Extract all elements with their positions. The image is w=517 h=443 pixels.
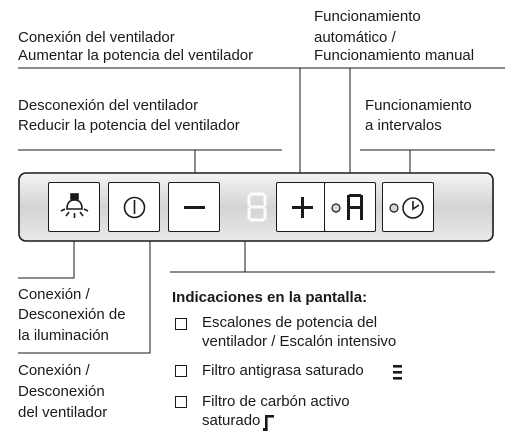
charcoal-filter-symbol-icon	[263, 415, 274, 431]
plus-icon	[292, 197, 313, 218]
indication-3-line1: Filtro de carbón activo	[202, 393, 350, 410]
label-light-1: Conexión /	[18, 286, 90, 303]
auto-mode-icon	[331, 194, 363, 220]
power-icon	[123, 196, 146, 219]
label-fan-off: Desconexión del ventilador	[18, 97, 199, 114]
label-auto-3: Funcionamiento manual	[314, 47, 475, 64]
timer-icon	[389, 197, 424, 219]
minus-icon	[184, 206, 205, 209]
interval-led-icon	[389, 203, 399, 213]
label-fan-power-1: Conexión /	[18, 362, 90, 379]
auto-led-icon	[331, 203, 341, 213]
label-auto-1: Funcionamiento	[314, 8, 421, 25]
control-panel	[18, 172, 494, 242]
fan-decrease-button[interactable]	[168, 182, 220, 232]
indication-3-line2: saturado	[202, 412, 261, 429]
label-fan-on: Conexión del ventilador	[18, 29, 175, 46]
indication-2-line1: Filtro antigrasa saturado	[202, 362, 364, 379]
label-interval-2: a intervalos	[365, 117, 442, 134]
power-level-display	[247, 192, 267, 222]
light-icon	[60, 193, 89, 218]
label-auto-2: automático /	[314, 29, 396, 46]
label-fan-increase: Aumentar la potencia del ventilador	[18, 47, 254, 64]
fan-power-button[interactable]	[108, 182, 160, 232]
checkbox-charcoal-filter	[175, 396, 187, 408]
auto-mode-button[interactable]	[324, 182, 376, 232]
leader-light	[18, 232, 75, 279]
checkbox-grease-filter	[175, 365, 187, 377]
label-fan-power-2: Desconexión	[18, 383, 105, 400]
indication-1-line1: Escalones de potencia del	[202, 314, 378, 331]
label-interval-1: Funcionamiento	[365, 97, 472, 114]
grease-filter-symbol-icon	[393, 365, 402, 380]
indication-1-line2: ventilador / Escalón intensivo	[202, 333, 397, 350]
light-button[interactable]	[48, 182, 100, 232]
leader-fan-power	[18, 232, 151, 354]
label-light-2: Desconexión de	[18, 306, 126, 323]
label-fan-power-3: del ventilador	[18, 404, 108, 421]
checkbox-power-steps	[175, 318, 187, 330]
indications-title: Indicaciones en la pantalla:	[172, 289, 368, 306]
fan-increase-button[interactable]	[276, 182, 328, 232]
label-light-3: la iluminación	[18, 327, 109, 344]
interval-button[interactable]	[382, 182, 434, 232]
label-fan-reduce: Reducir la potencia del ventilador	[18, 117, 240, 134]
